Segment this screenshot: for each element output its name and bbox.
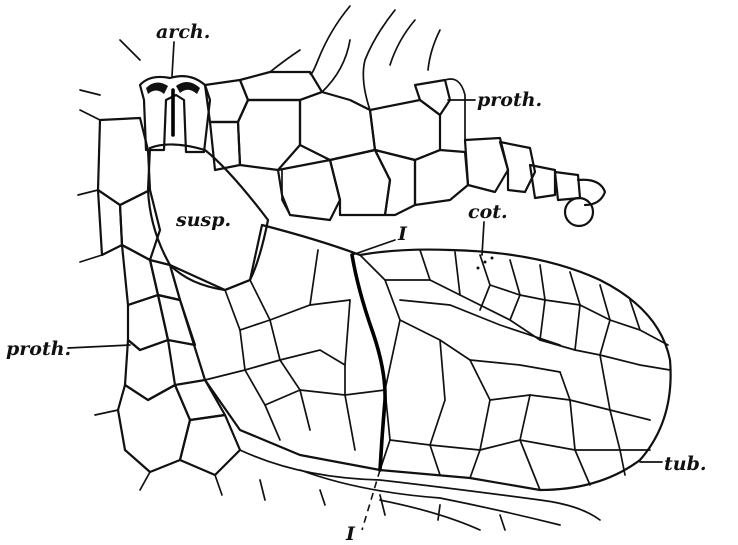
archegonium-neck (140, 76, 210, 152)
label-archegonium: arch. (156, 21, 210, 43)
left-prothallus-cells (78, 40, 240, 495)
label-prothallus-left: proth. (6, 338, 71, 360)
embryo-body (170, 225, 671, 490)
label-plane-top: I (397, 223, 408, 245)
label-plane-bottom: I (345, 523, 356, 545)
upper-prothallus-cells (205, 6, 605, 226)
leader-lines (68, 42, 662, 462)
label-tuber: tub. (664, 453, 707, 475)
label-cotyledon: cot. (468, 201, 508, 223)
label-suspensor: susp. (175, 209, 231, 231)
label-prothallus-upper: proth. (477, 89, 542, 111)
